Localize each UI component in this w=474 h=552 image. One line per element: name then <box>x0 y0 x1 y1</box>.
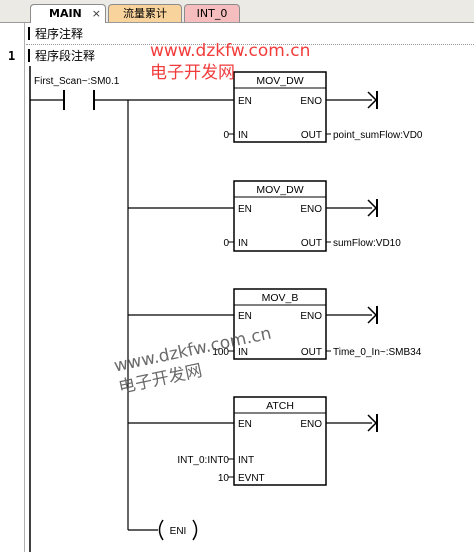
en-pin: EN <box>238 311 252 322</box>
comment-marker <box>28 27 30 40</box>
tab-bar: MAIN × 流量累计 INT_0 <box>0 0 474 23</box>
out-value[interactable]: sumFlow:VD10 <box>333 238 401 249</box>
in-value[interactable]: 100 <box>212 347 229 358</box>
watermark-top: www.dzkfw.com.cn 电子开发网 <box>150 40 310 84</box>
out-pin: OUT <box>301 347 322 358</box>
atch-block[interactable]: ATCH EN ENO INT EVNT <box>233 396 327 486</box>
program-comment-text: 程序注释 <box>35 27 84 41</box>
eni-coil[interactable]: ENI <box>158 519 198 541</box>
block-title: MOV_DW <box>256 75 303 87</box>
eno-arrow-icon <box>367 414 378 432</box>
watermark-name: 电子开发网 <box>150 63 235 83</box>
close-icon[interactable]: × <box>91 7 101 20</box>
int-pin: INT <box>238 455 254 466</box>
eno-arrow-icon <box>367 306 378 324</box>
comment-marker <box>28 49 30 62</box>
network-comment-text: 程序段注释 <box>35 49 96 63</box>
tab-flow-accumulate[interactable]: 流量累计 <box>108 4 182 22</box>
comment-separator <box>26 44 474 45</box>
block-title: MOV_B <box>262 292 299 304</box>
mov-b-block[interactable]: MOV_B EN ENO IN OUT <box>233 288 327 360</box>
out-value[interactable]: Time_0_In~:SMB34 <box>333 347 422 358</box>
eno-pin: ENO <box>300 419 322 430</box>
contact-label: First_Scan~:SM0.1 <box>34 76 120 87</box>
network-gutter <box>0 23 25 552</box>
eno-pin: ENO <box>300 204 322 215</box>
watermark-url: www.dzkfw.com.cn <box>150 41 311 61</box>
in-value[interactable]: 0 <box>223 238 229 249</box>
int-value[interactable]: INT_0:INT0 <box>177 455 229 466</box>
out-value[interactable]: point_sumFlow:VD0 <box>333 130 423 141</box>
en-pin: EN <box>238 204 252 215</box>
network-number: 1 <box>8 49 16 63</box>
mov-dw-block-2[interactable]: MOV_DW EN ENO IN OUT <box>233 180 327 252</box>
block-title: MOV_DW <box>256 184 303 196</box>
in-pin: IN <box>238 130 248 141</box>
tab-flow-label: 流量累计 <box>123 7 167 20</box>
normally-open-contact[interactable] <box>30 90 234 110</box>
program-comment[interactable]: 程序注释 <box>28 26 83 42</box>
in-pin: IN <box>238 238 248 249</box>
eno-arrow-icon <box>367 199 378 217</box>
mov-dw-block-1[interactable]: MOV_DW EN ENO IN OUT <box>233 71 327 143</box>
evnt-value[interactable]: 10 <box>218 473 230 484</box>
block-title: ATCH <box>266 400 294 412</box>
tab-int0[interactable]: INT_0 <box>184 4 240 22</box>
tab-int0-label: INT_0 <box>196 7 228 20</box>
in-value[interactable]: 0 <box>223 130 229 141</box>
out-pin: OUT <box>301 238 322 249</box>
en-pin: EN <box>238 96 252 107</box>
network-comment[interactable]: 程序段注释 <box>28 48 95 64</box>
coil-label: ENI <box>170 526 187 537</box>
eno-pin: ENO <box>300 96 322 107</box>
evnt-pin: EVNT <box>238 473 265 484</box>
out-pin: OUT <box>301 130 322 141</box>
tab-main[interactable]: MAIN × <box>30 4 106 23</box>
eno-pin: ENO <box>300 311 322 322</box>
eno-arrow-icon <box>367 91 378 109</box>
in-pin: IN <box>238 347 248 358</box>
tab-main-label: MAIN <box>49 7 82 20</box>
en-pin: EN <box>238 419 252 430</box>
